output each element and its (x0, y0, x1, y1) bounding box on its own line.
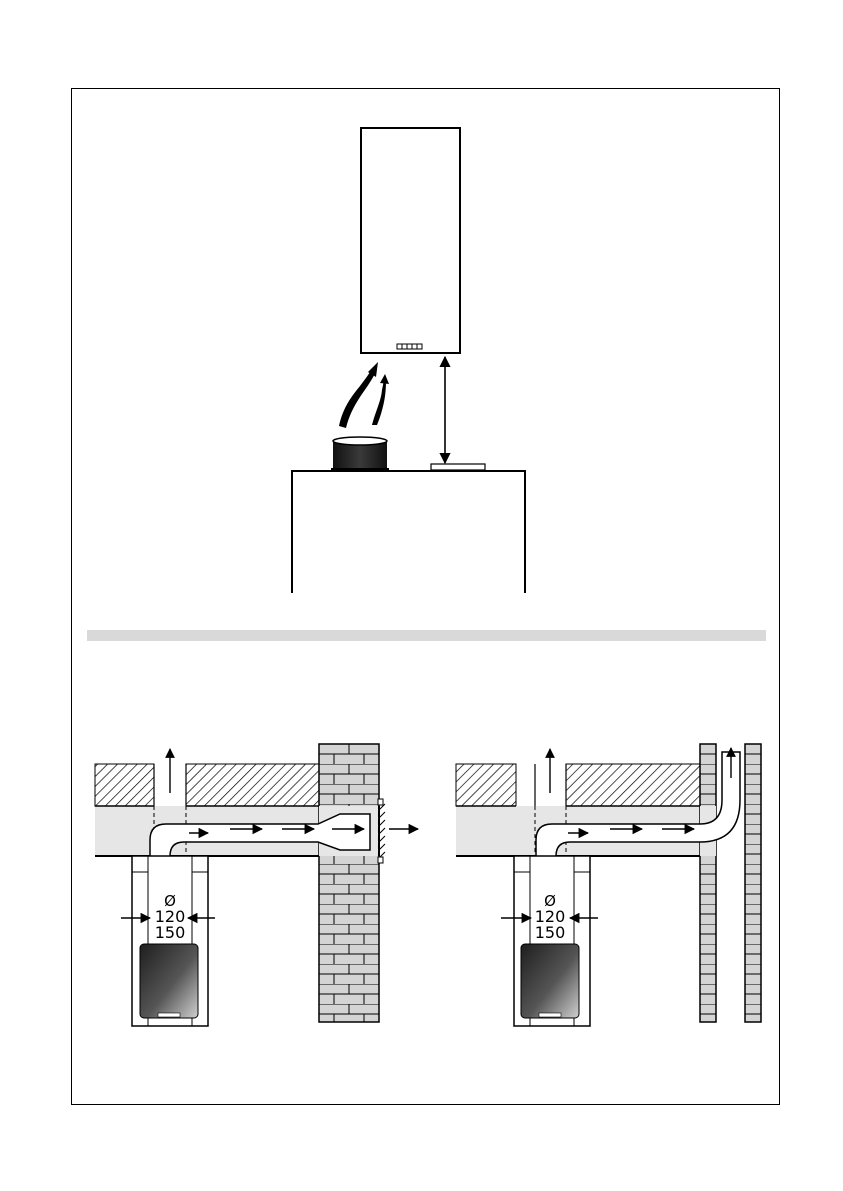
cooking-pot (331, 437, 389, 471)
cooker-cabinet (292, 471, 525, 593)
hood-control-panel (397, 344, 422, 349)
range-hood (361, 128, 460, 353)
chimney-wall-left (700, 744, 716, 1022)
section-separator (87, 630, 766, 641)
diameter-150-left: 150 (155, 923, 186, 942)
hood-motor-body (140, 944, 198, 1018)
chimney-wall-right (745, 744, 761, 1022)
top-figure (292, 128, 525, 593)
brick-wall (319, 744, 379, 1022)
duct-figure-wall-outlet: Ø 120 150 (95, 744, 418, 1026)
duct-figure-chimney-outlet: Ø 120 150 (456, 744, 761, 1026)
hob-plate (431, 464, 485, 470)
steam-left (339, 367, 377, 428)
hood-motor-body-right (521, 944, 579, 1018)
steam-right (372, 380, 386, 425)
diameter-150-right: 150 (535, 923, 566, 942)
